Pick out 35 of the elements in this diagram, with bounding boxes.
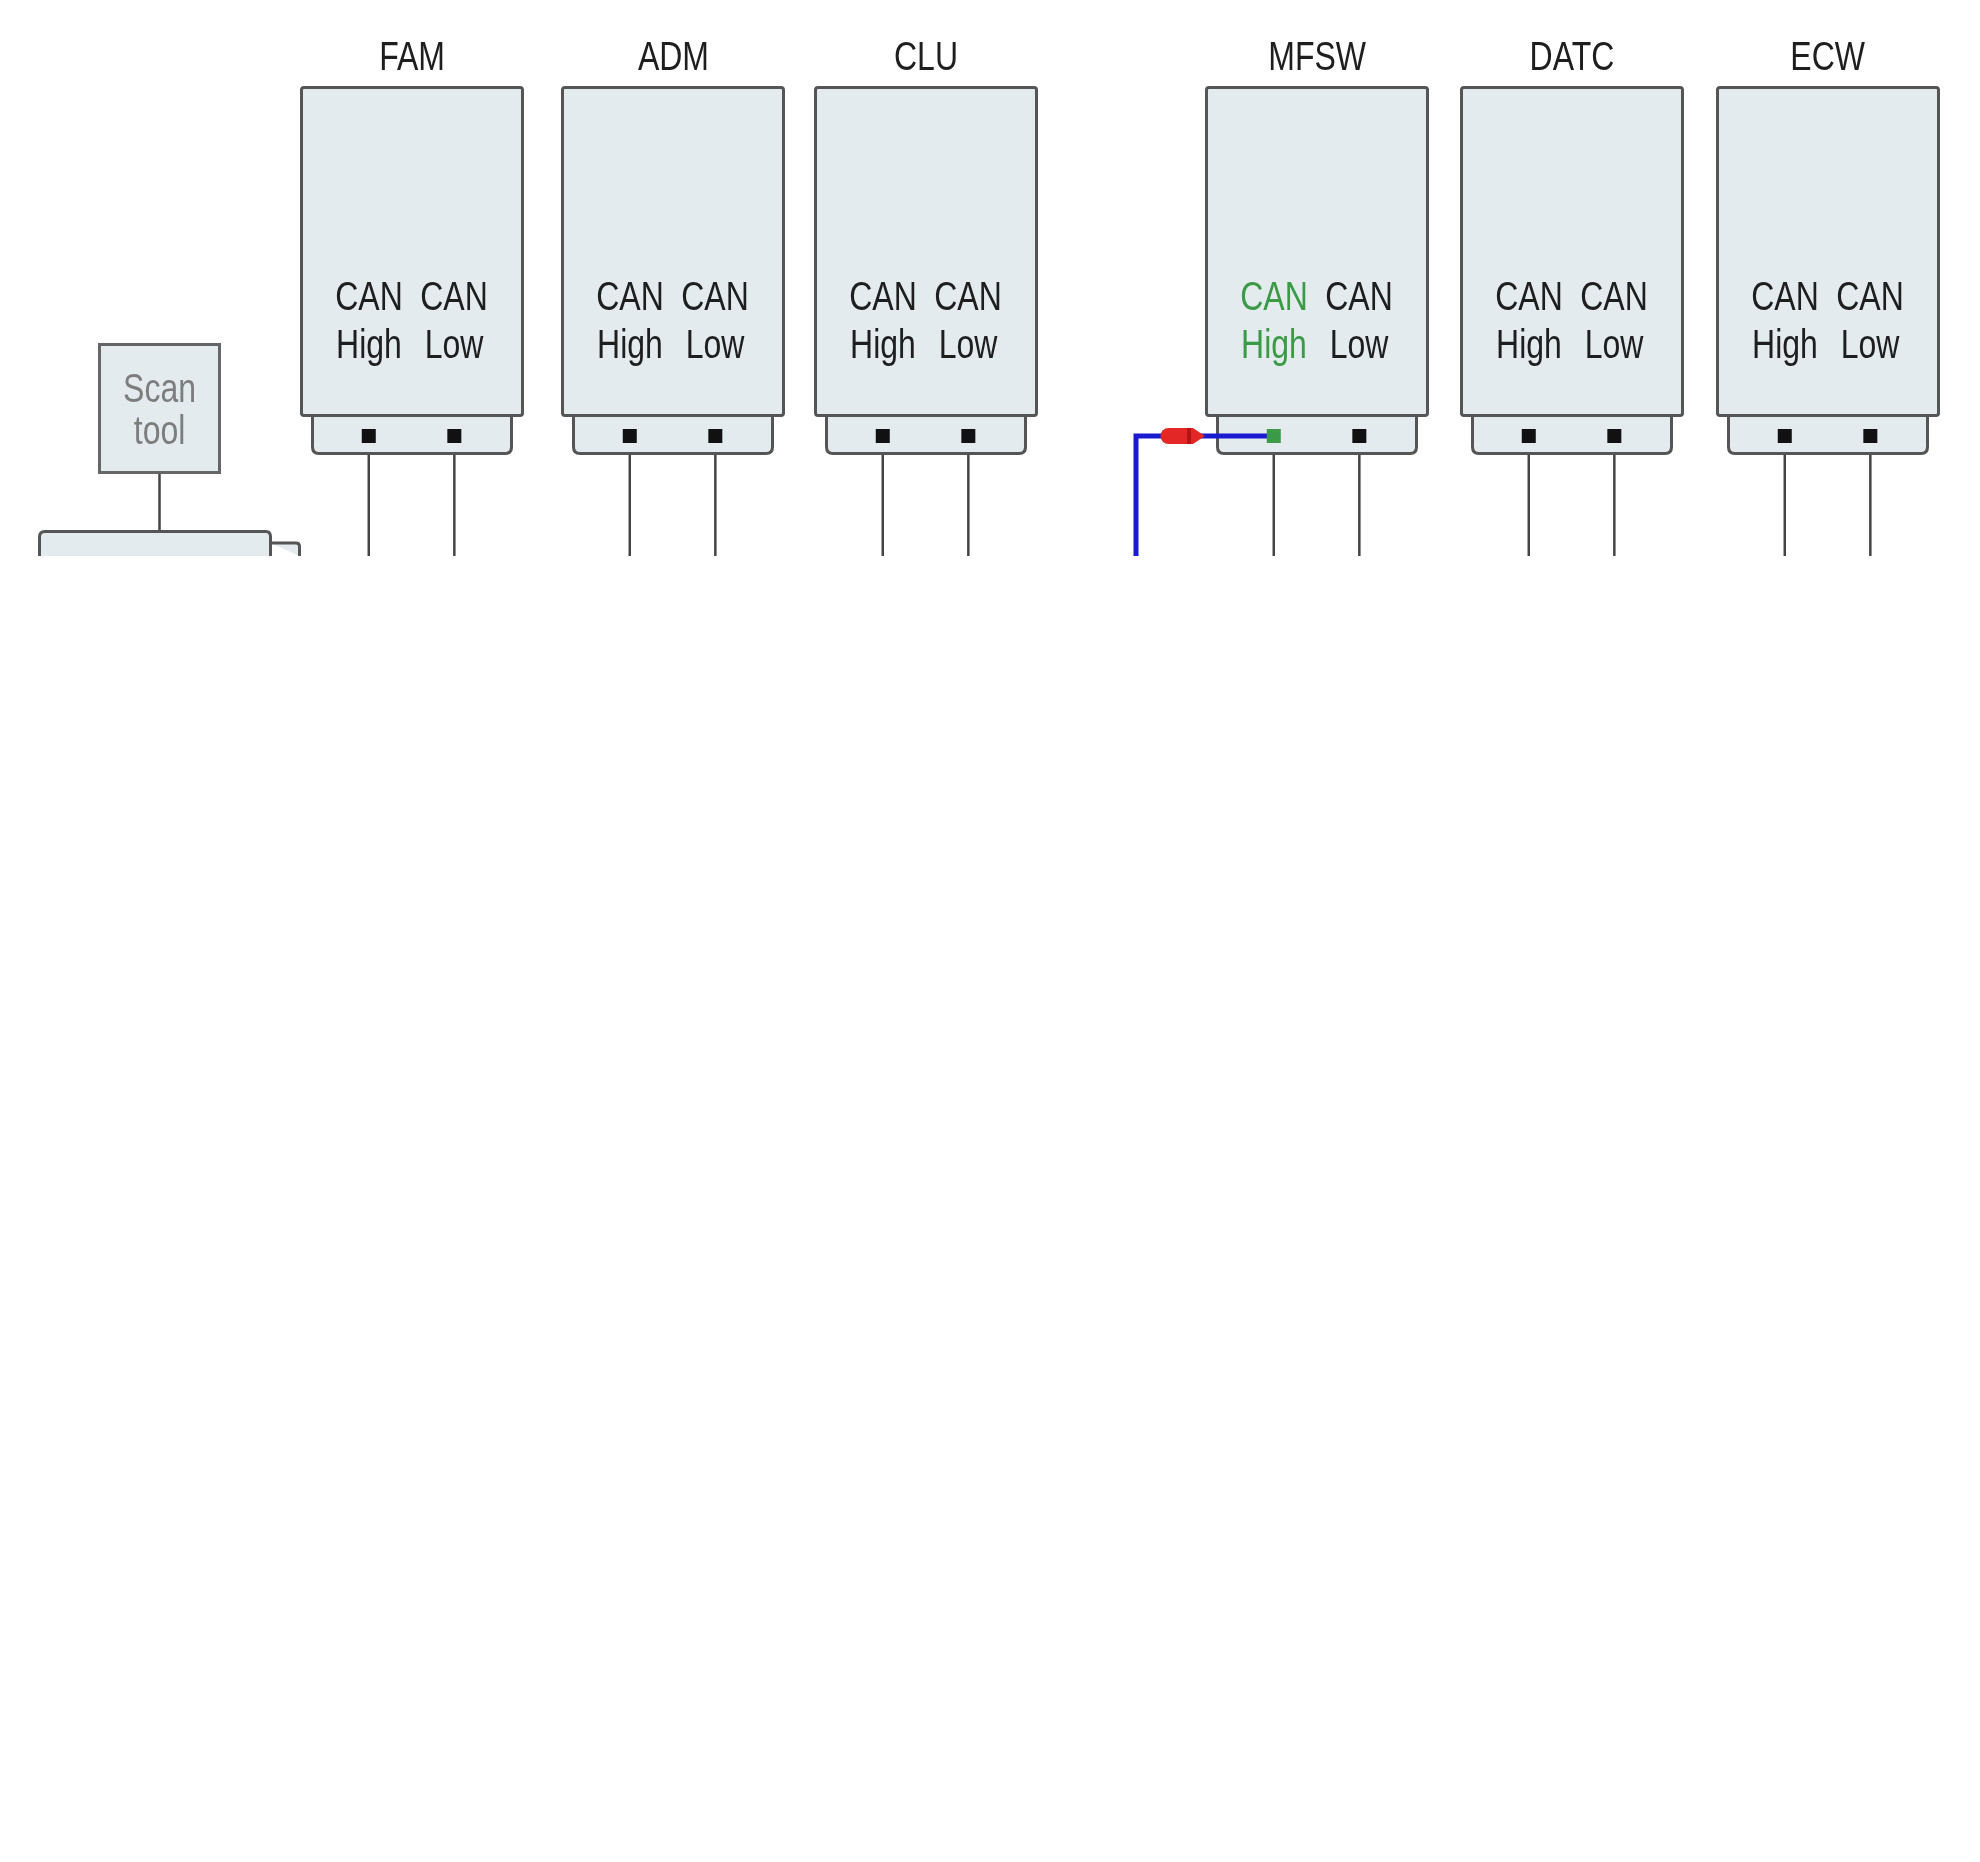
pin-label: CAN High	[849, 273, 917, 368]
wire	[453, 455, 456, 556]
pin-label: CAN Low	[420, 273, 489, 368]
pin-label: CAN Low	[1580, 273, 1649, 368]
tool-label: Scan tool	[123, 366, 196, 451]
wire	[1783, 455, 1786, 556]
pin-label: CAN High	[1240, 273, 1308, 368]
scan-tool-box	[98, 343, 221, 474]
pin-label: CAN Low	[681, 273, 750, 368]
pin-label: CAN Low	[1325, 273, 1394, 368]
pin-label: CAN Low	[1836, 273, 1905, 368]
wire	[1527, 455, 1530, 556]
wire	[881, 455, 884, 556]
module-name: CLU	[894, 33, 958, 80]
pin-label: CAN High	[1751, 273, 1819, 368]
wire	[1869, 455, 1872, 556]
wire	[1358, 455, 1361, 556]
pin-label: CAN High	[335, 273, 403, 368]
module-name: DATC	[1529, 33, 1615, 80]
device-box	[38, 530, 301, 556]
cable	[158, 474, 161, 530]
wire	[714, 455, 717, 556]
module-name: MFSW	[1268, 33, 1366, 80]
pin-label: CAN High	[596, 273, 664, 368]
probe-lead	[1133, 428, 1205, 556]
module-name: ECW	[1790, 33, 1866, 80]
pin-label: CAN Low	[934, 273, 1003, 368]
wire	[1613, 455, 1616, 556]
pin-label: CAN High	[1495, 273, 1563, 368]
wire	[367, 455, 370, 556]
wire	[628, 455, 631, 556]
module-name: FAM	[379, 33, 445, 80]
wire	[967, 455, 970, 556]
module-name: ADM	[637, 33, 709, 80]
wire	[1272, 455, 1275, 556]
